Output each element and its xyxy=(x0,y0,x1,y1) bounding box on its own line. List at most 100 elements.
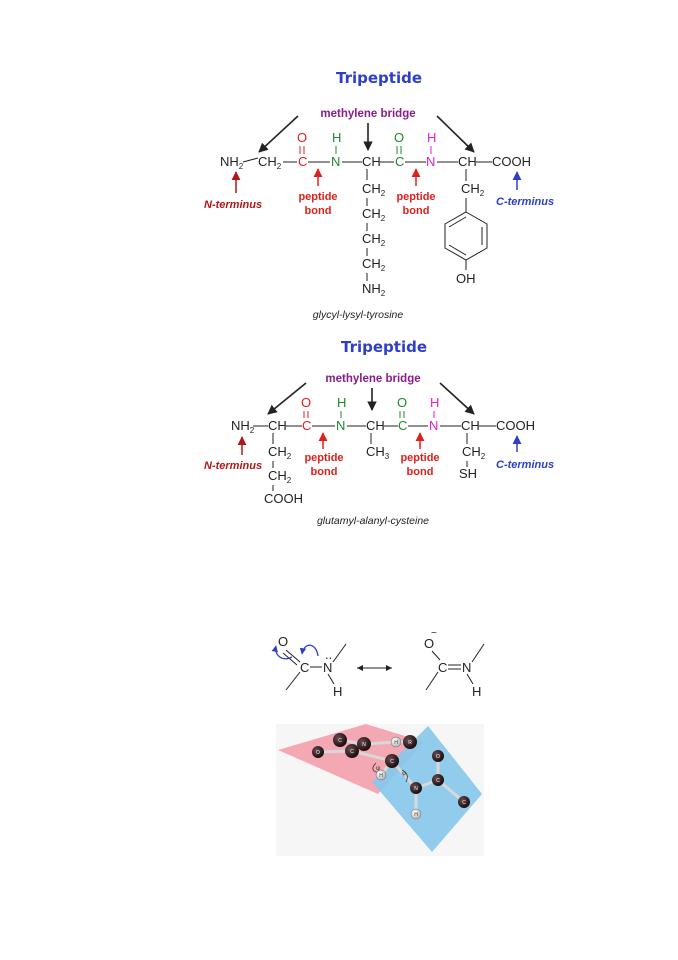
panel1-cooh: COOH xyxy=(492,154,531,169)
atom-h1: H xyxy=(390,736,402,748)
res-left-c: C xyxy=(300,660,309,675)
panel2-n1: N xyxy=(336,418,345,433)
panel1-tyr-oh: OH xyxy=(456,271,476,286)
panel1-n-terminus: N-terminus xyxy=(204,199,262,211)
panel1-n2: N xyxy=(426,154,435,169)
panel1-ch-lys: CH xyxy=(362,154,381,169)
panel1-peptide-bond1-b: bond xyxy=(305,205,332,217)
panel2-caption: glutamyl-alanyl-cysteine xyxy=(317,515,429,527)
panel1-ch-tyr: CH xyxy=(458,154,477,169)
panel1-lys-nh2: NH2 xyxy=(362,281,386,298)
atom-c-alpha: C xyxy=(385,754,399,768)
panel2-ala-ch3: CH3 xyxy=(366,444,390,461)
panel2-arrow-left xyxy=(267,382,307,415)
panel2-bridge-label: methylene bridge xyxy=(325,373,420,385)
panel2-glu-ch2-1: CH2 xyxy=(268,444,292,461)
panel2-ch-cys: CH xyxy=(461,418,480,433)
res-left-o: O xyxy=(278,634,288,649)
svg-text:H: H xyxy=(394,740,398,746)
peptide-plane-model: ψ φ C N R O C H C H N C O H C xyxy=(276,724,484,856)
panel2-ch-ala: CH xyxy=(366,418,385,433)
panel2-cys-ch2: CH2 xyxy=(462,444,486,461)
panel1-arrow-right xyxy=(436,115,475,153)
panel2-c1: C xyxy=(302,418,311,433)
panel2-nh2: NH2 xyxy=(231,418,255,435)
res-left-n: N xyxy=(323,660,332,675)
phi-arrow xyxy=(401,769,408,783)
atom-n2: N xyxy=(410,782,422,794)
panel1-bridge-label: methylene bridge xyxy=(320,108,415,120)
panel2-peptide-bond2-a: peptide xyxy=(400,452,439,464)
svg-text:H: H xyxy=(379,773,383,779)
panel1-peptide-bond1-a: peptide xyxy=(298,191,337,203)
svg-text:O: O xyxy=(436,754,440,760)
res-left-n-dots: .. xyxy=(325,647,332,662)
panel2-glu-cooh: COOH xyxy=(264,491,303,506)
svg-text:C: C xyxy=(462,800,466,806)
atom-n1: N xyxy=(357,737,371,751)
atom-c3: C xyxy=(432,774,444,786)
panel2-glu-ch2-2: CH2 xyxy=(268,468,292,485)
panel2-peptide-bond1-a: peptide xyxy=(304,452,343,464)
svg-text:R: R xyxy=(408,740,412,746)
panel1-peptide-bond2-a: peptide xyxy=(396,191,435,203)
panel1-o1: O xyxy=(297,130,307,145)
res-curve-arrow-2 xyxy=(271,645,293,660)
svg-text:C: C xyxy=(338,738,342,744)
panel2-cys-sh: SH xyxy=(459,466,477,481)
panel1-lys-ch2-2: CH2 xyxy=(362,206,386,223)
svg-text:C: C xyxy=(390,759,394,765)
panel1-lys-ch2-1: CH2 xyxy=(362,181,386,198)
panel1-c2: C xyxy=(395,154,404,169)
panel2-cooh: COOH xyxy=(496,418,535,433)
atom-h3: H xyxy=(410,808,422,820)
panel2-h2: H xyxy=(430,395,439,410)
panel1-h2: H xyxy=(427,130,436,145)
panel1-ch2-a: CH2 xyxy=(258,154,282,171)
panel1-benzene-ring xyxy=(444,211,488,261)
panel2-h1: H xyxy=(337,395,346,410)
res-right-n: N xyxy=(462,660,471,675)
phi-symbol: φ xyxy=(402,771,406,777)
svg-text:N: N xyxy=(362,742,366,748)
panel2-n2: N xyxy=(429,418,438,433)
res-right-h: H xyxy=(472,684,481,699)
panel1-arrow-left xyxy=(258,115,299,153)
panel1-nh2: NH2 xyxy=(220,154,244,171)
panel2-n-terminus: N-terminus xyxy=(204,460,262,472)
resonance-diagram: O C .. N H − O C N H xyxy=(271,628,485,699)
panel1-n1: N xyxy=(331,154,340,169)
svg-text:N: N xyxy=(414,786,418,792)
panel2-o1: O xyxy=(301,395,311,410)
panel-glycyl-lysyl-tyrosine: Tripeptide methylene bridge NH2 CH2 C O … xyxy=(204,69,554,321)
svg-text:H: H xyxy=(414,812,418,818)
panel1-lys-ch2-3: CH2 xyxy=(362,231,386,248)
res-curve-arrow-1 xyxy=(299,644,319,657)
res-left-h: H xyxy=(333,684,342,699)
atom-o1: O xyxy=(312,746,324,758)
panel-glutamyl-alanyl-cysteine: Tripeptide methylene bridge NH2 CH C O N… xyxy=(204,338,554,527)
psi-symbol: ψ xyxy=(376,766,380,772)
svg-text:O: O xyxy=(316,750,320,756)
atom-h2: H xyxy=(375,769,387,781)
svg-text:C: C xyxy=(350,749,354,755)
panel1-h1: H xyxy=(332,130,341,145)
panel1-caption: glycyl-lysyl-tyrosine xyxy=(313,309,404,321)
atom-c4: C xyxy=(458,796,470,808)
panel2-c2: C xyxy=(398,418,407,433)
svg-text:C: C xyxy=(436,778,440,784)
atom-c2: C xyxy=(345,744,359,758)
atom-o2: O xyxy=(432,750,444,762)
panel1-c-terminus: C-terminus xyxy=(496,196,554,208)
panel2-ch-glu: CH xyxy=(268,418,287,433)
panel2-peptide-bond2-b: bond xyxy=(407,466,434,478)
res-right-minus: − xyxy=(431,628,437,639)
panel2-peptide-bond1-b: bond xyxy=(311,466,338,478)
res-right-o: O xyxy=(424,636,434,651)
res-right-c: C xyxy=(438,660,447,675)
panel1-o2: O xyxy=(394,130,404,145)
atom-r: R xyxy=(403,735,417,749)
panel1-peptide-bond2-b: bond xyxy=(403,205,430,217)
panel2-title: Tripeptide xyxy=(341,338,427,356)
